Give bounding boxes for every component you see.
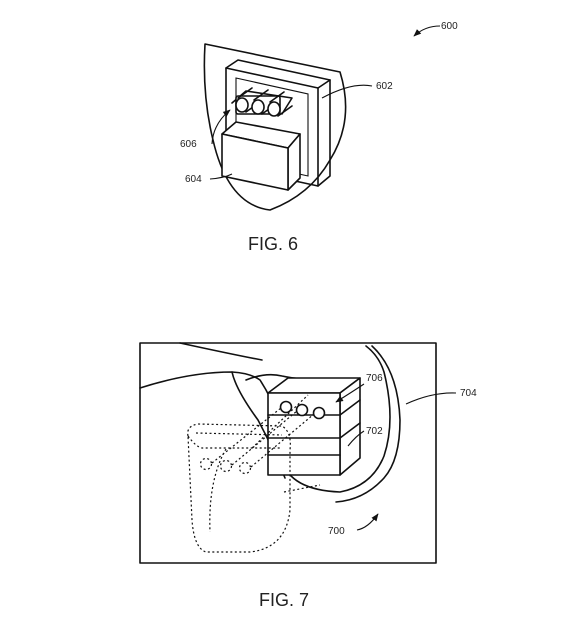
sensor-block — [221, 121, 301, 191]
ref-label-606: 606 — [180, 139, 197, 150]
projected-outline — [187, 394, 321, 553]
ref-label-602: 602 — [376, 81, 393, 92]
figure-7-caption: FIG. 7 — [259, 590, 309, 610]
emitter-array — [231, 87, 293, 117]
ref-label-702: 702 — [366, 426, 383, 437]
sensor-block-fig7 — [267, 377, 361, 476]
figure-7-drawing — [139, 342, 457, 564]
figure-6-drawing — [203, 25, 441, 211]
ref-label-704: 704 — [460, 388, 477, 399]
figure-6-caption: FIG. 6 — [248, 234, 298, 254]
ref-label-700: 700 — [328, 526, 345, 537]
ref-label-604: 604 — [185, 174, 202, 185]
ref-label-600: 600 — [441, 21, 458, 32]
ref-label-706: 706 — [366, 373, 383, 384]
